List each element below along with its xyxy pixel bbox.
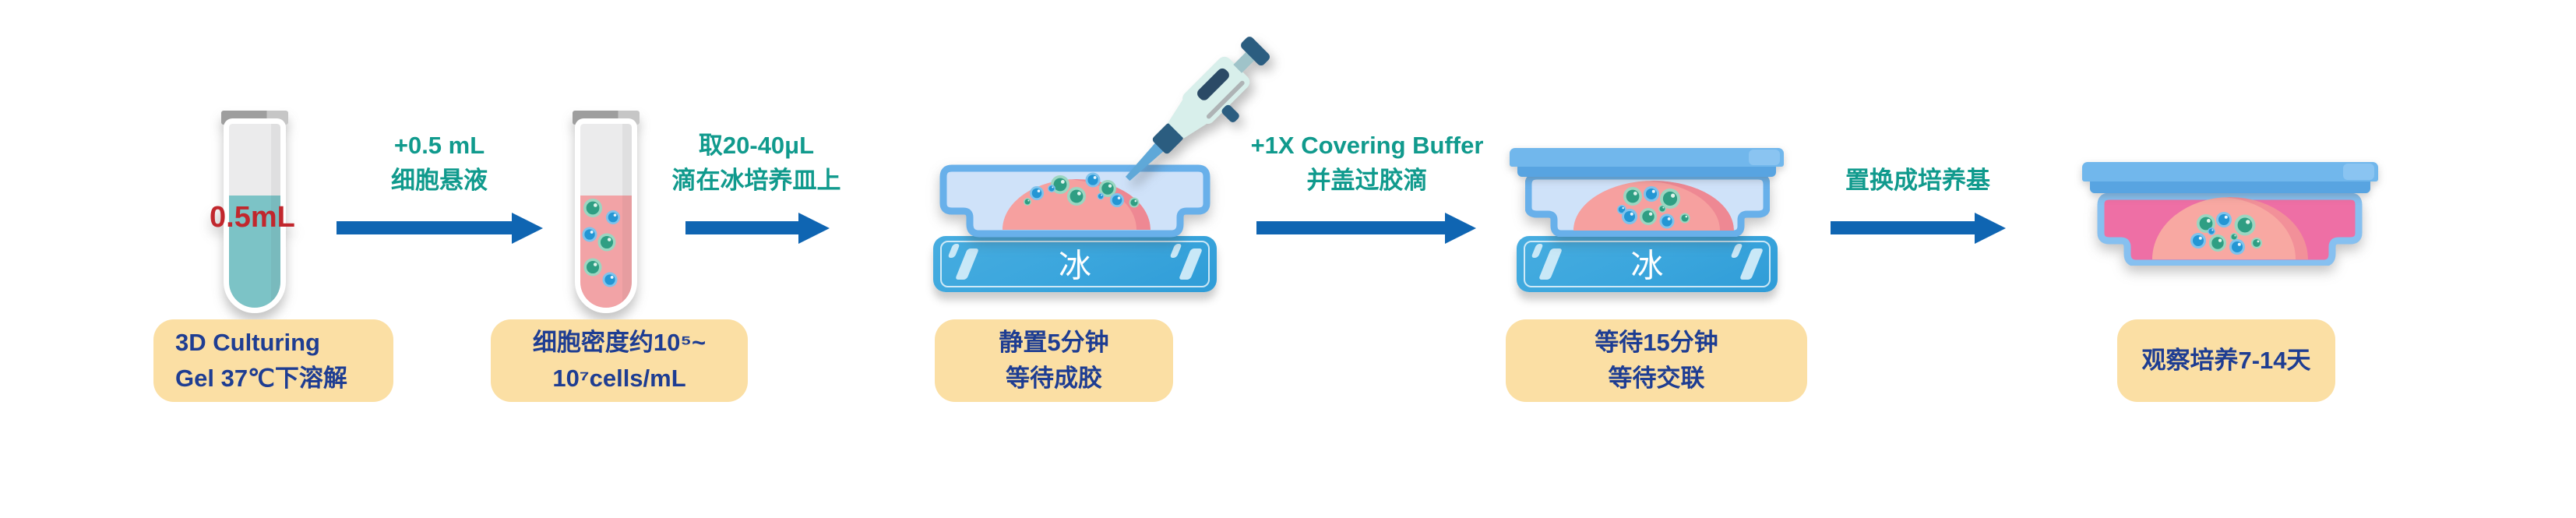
ice-block: 冰	[933, 236, 1217, 292]
caption-line: 等待成胶	[1006, 365, 1102, 392]
tube-glass	[224, 118, 286, 313]
dish-lid	[1510, 148, 1784, 177]
lid-rim	[2090, 181, 2370, 193]
ice-shine	[1739, 248, 1764, 280]
caption-line: Gel 37℃下溶解	[175, 365, 347, 392]
cell-cluster	[582, 199, 620, 287]
ice-shine	[947, 244, 960, 258]
ice-label: 冰	[1058, 247, 1091, 284]
caption-line: 等待15分钟	[1595, 329, 1718, 356]
step3-caption: 静置5分钟 等待成胶	[935, 319, 1173, 402]
caption-line: 10⁷cells/mL	[552, 365, 686, 392]
caption-line: 静置5分钟	[999, 329, 1109, 356]
lid-top	[2082, 162, 2378, 181]
caption-line: 细胞密度约10⁵~	[532, 329, 707, 356]
ice-shine	[1169, 244, 1182, 258]
ice-block: 冰	[1517, 236, 1778, 292]
caption-line: 观察培养7-14天	[2141, 347, 2311, 374]
lid-rim	[1517, 167, 1776, 177]
medium-filled-dish-icon	[2097, 192, 2363, 266]
arrow-label-line: 取20-40μL	[698, 132, 815, 159]
ice-shine	[954, 248, 980, 280]
caption-line: 等待交联	[1608, 365, 1705, 392]
ice-shine	[1538, 248, 1563, 280]
flow-arrow-2	[685, 221, 798, 234]
arrow-label-line: 并盖过胶滴	[1306, 167, 1428, 194]
ice-shine	[1531, 244, 1544, 258]
open-culture-dish-icon	[939, 164, 1210, 238]
pipette-icon	[1125, 37, 1270, 181]
flow-arrow-1	[337, 221, 512, 234]
tube-glass	[575, 118, 637, 313]
gel-test-tube-icon: 0.5mL	[210, 106, 295, 318]
step4-caption: 等待15分钟 等待交联	[1506, 319, 1807, 402]
arrow1-label: +0.5 mL 细胞悬液	[206, 126, 673, 198]
covered-culture-dish-icon	[1525, 173, 1770, 237]
arrow3-label: +1X Covering Buffer 并盖过胶滴	[1133, 126, 1601, 198]
arrow-label-line: 置换成培养基	[1845, 167, 1990, 194]
step1-caption: 3D Culturing Gel 37℃下溶解	[153, 319, 393, 402]
flow-arrow-4	[1831, 221, 1975, 234]
arrow4-label: 置换成培养基	[1684, 126, 2151, 198]
step5-caption: 观察培养7-14天	[2117, 319, 2335, 402]
arrow2-label: 取20-40μL 滴在冰培养皿上	[523, 126, 990, 198]
arrow-label-line: 滴在冰培养皿上	[671, 167, 841, 194]
ice-label: 冰	[1630, 247, 1664, 284]
gel-volume-label: 0.5mL	[210, 201, 295, 234]
dish-lid	[2082, 162, 2378, 193]
flow-arrow-3	[1256, 221, 1445, 234]
arrow-label-line: 细胞悬液	[391, 167, 488, 194]
ice-shine	[1730, 244, 1743, 258]
ice-shine	[1178, 248, 1203, 280]
suspension-liquid	[580, 196, 632, 308]
caption-line: 3D Culturing	[175, 329, 320, 356]
arrow-label-line: +1X Covering Buffer	[1250, 132, 1484, 159]
step2-caption: 细胞密度约10⁵~ 10⁷cells/mL	[491, 319, 748, 402]
arrow-label-line: +0.5 mL	[393, 132, 485, 159]
lid-top	[1510, 148, 1784, 167]
cell-suspension-tube-icon	[573, 106, 640, 318]
